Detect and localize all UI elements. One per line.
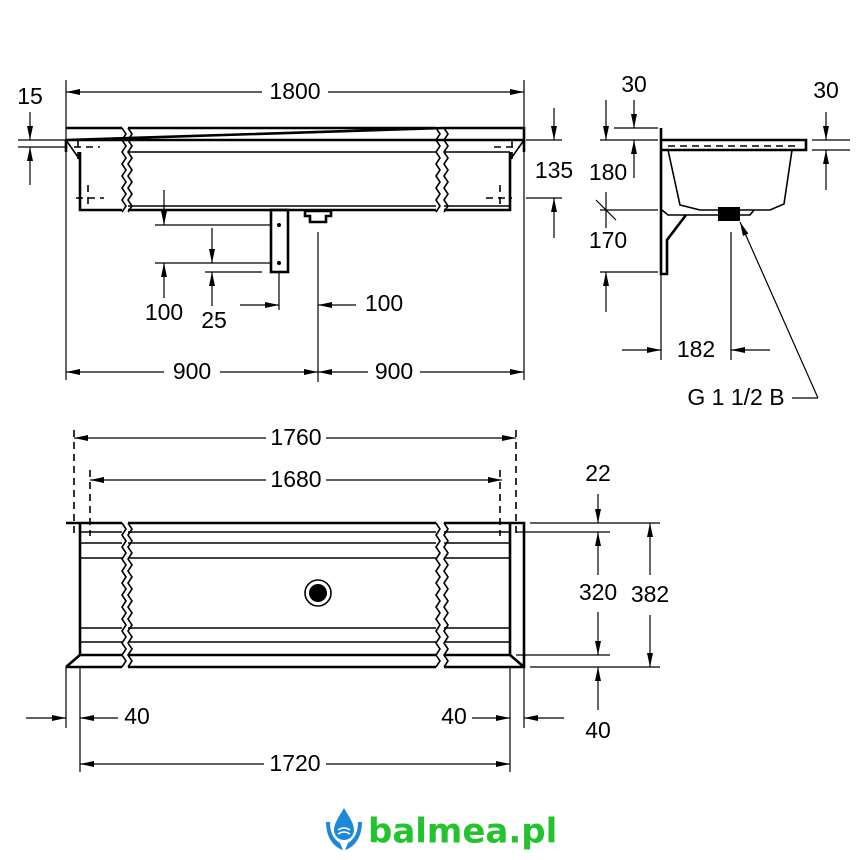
logo-text: balmea.pl bbox=[368, 812, 557, 852]
dim-30-right: 30 bbox=[813, 77, 839, 103]
dim-25: 25 bbox=[201, 307, 227, 333]
dim-180: 180 bbox=[589, 159, 627, 185]
dim-100-drain: 100 bbox=[365, 290, 403, 316]
dim-182: 182 bbox=[677, 336, 715, 362]
dim-100-hanger: 100 bbox=[145, 299, 183, 325]
dim-1680: 1680 bbox=[270, 466, 321, 492]
dim-1760: 1760 bbox=[270, 424, 321, 450]
hands-icon bbox=[326, 822, 362, 850]
dim-1800: 1800 bbox=[269, 78, 320, 104]
side-view: 30 30 180 170 182 G 1 1/2 B bbox=[589, 71, 850, 410]
dim-1720: 1720 bbox=[269, 750, 320, 776]
front-view: 1800 15 135 100 25 100 900 900 bbox=[17, 78, 573, 384]
dim-900-left: 900 bbox=[173, 358, 211, 384]
dim-40-right: 40 bbox=[441, 703, 467, 729]
dim-40-bottom: 40 bbox=[585, 717, 611, 743]
balmea-logo: balmea.pl bbox=[326, 808, 557, 852]
dim-135: 135 bbox=[535, 157, 573, 183]
drain-icon bbox=[304, 579, 332, 607]
dim-900-right: 900 bbox=[375, 358, 413, 384]
dim-30-left: 30 bbox=[621, 71, 647, 97]
plan-view: 1760 1680 22 320 40 382 40 40 1720 bbox=[26, 424, 669, 776]
drain-outlet bbox=[303, 209, 333, 224]
break-line bbox=[121, 127, 449, 213]
dim-170: 170 bbox=[589, 227, 627, 253]
drain-thread-label: G 1 1/2 B bbox=[687, 384, 784, 410]
dim-320: 320 bbox=[579, 579, 617, 605]
dim-22: 22 bbox=[585, 460, 611, 486]
dim-40-left: 40 bbox=[124, 703, 150, 729]
water-drop-icon bbox=[334, 808, 354, 840]
dim-382: 382 bbox=[631, 581, 669, 607]
dim-15: 15 bbox=[17, 83, 43, 109]
